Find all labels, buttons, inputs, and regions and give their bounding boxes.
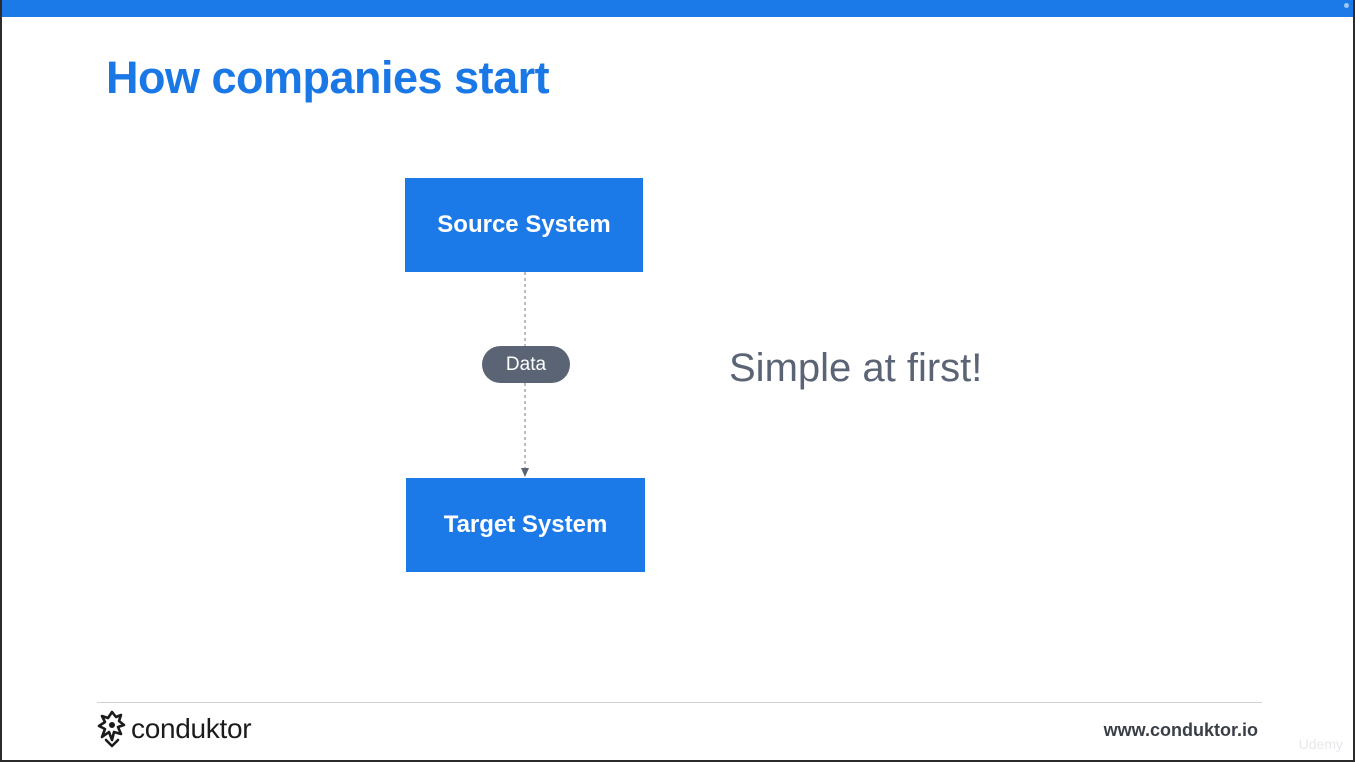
- target-system-box: Target System: [406, 478, 645, 572]
- udemy-watermark: Udemy: [1298, 736, 1343, 752]
- source-system-box: Source System: [405, 178, 643, 272]
- footer-divider: [97, 702, 1262, 703]
- brand-name: conduktor: [131, 713, 252, 744]
- corner-dot: [1344, 3, 1349, 8]
- data-pill-label: Data: [505, 353, 547, 375]
- footer-url: www.conduktor.io: [1103, 720, 1258, 740]
- side-caption: Simple at first!: [729, 346, 983, 390]
- source-system-label: Source System: [437, 211, 611, 238]
- data-pill: Data: [482, 346, 570, 383]
- conduktor-logo-icon: [97, 710, 126, 748]
- brand-logo: conduktor: [97, 710, 252, 748]
- target-system-label: Target System: [443, 511, 608, 538]
- arrowhead-icon: [521, 468, 529, 477]
- slide-title: How companies start: [106, 52, 550, 103]
- top-accent-bar: [2, 0, 1353, 17]
